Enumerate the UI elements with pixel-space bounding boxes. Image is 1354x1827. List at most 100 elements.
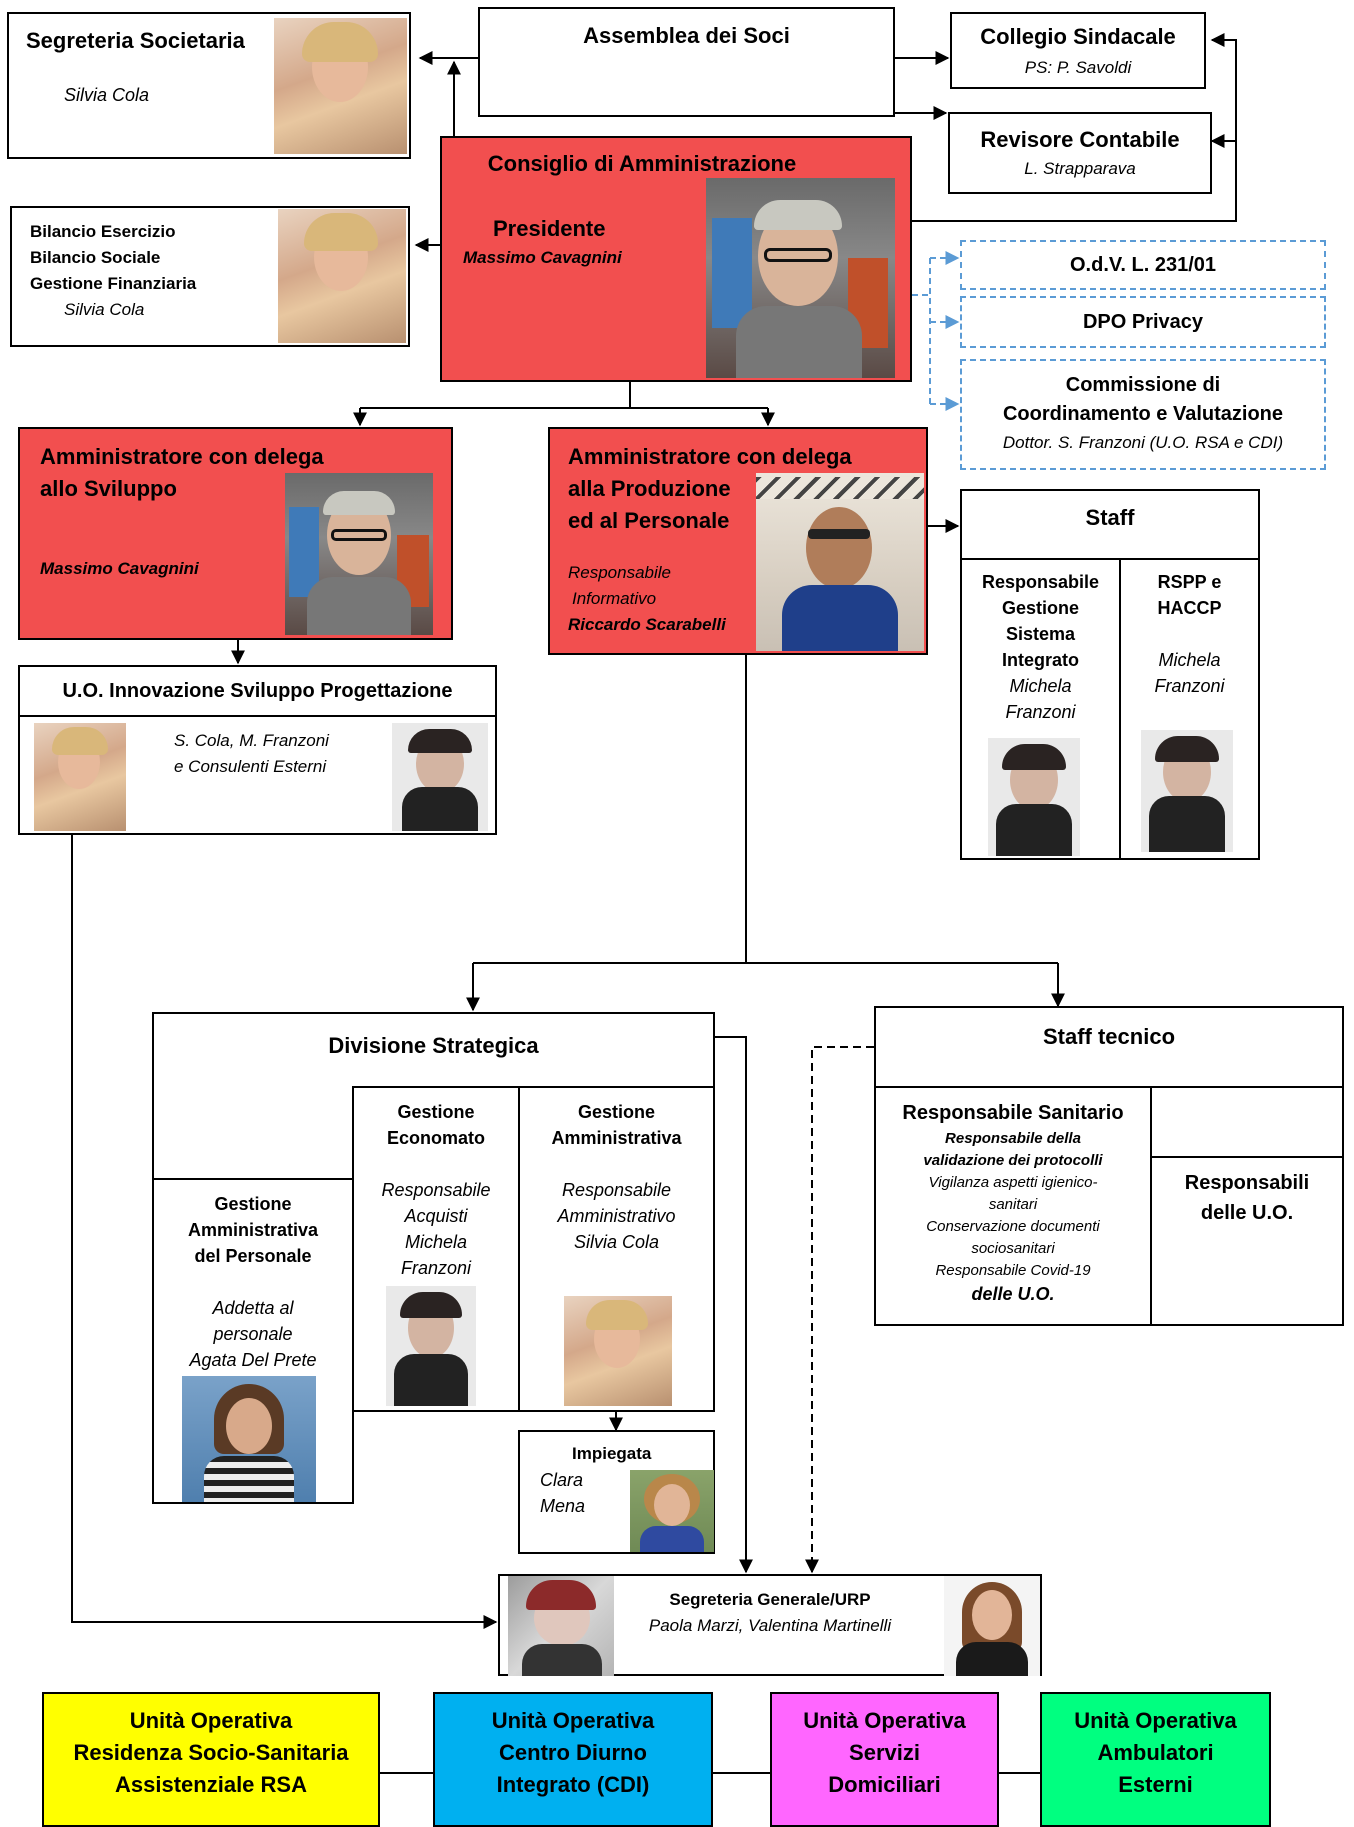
produzione-line2: alla Produzione xyxy=(568,476,731,501)
dpo-title: DPO Privacy xyxy=(1082,311,1204,333)
produzione-line1: Amministratore con delega xyxy=(568,444,852,469)
responsabili-line: delle U.O. xyxy=(1200,1202,1294,1224)
sanitario-line: delle U.O. xyxy=(971,1284,1055,1304)
staff-col1-line: Responsabile xyxy=(981,572,1100,592)
segreteria-societaria-box: Segreteria Societaria Silvia Cola xyxy=(7,12,411,159)
photo-woman-brunette xyxy=(182,1376,316,1502)
unita-line: Ambulatori xyxy=(1097,1740,1214,1765)
staff-col1-name: Michela xyxy=(1009,676,1072,696)
photo-man-glasses xyxy=(285,473,433,635)
economato-name: Franzoni xyxy=(400,1258,472,1278)
staff-col1-name: Franzoni xyxy=(1005,702,1076,722)
photo-man-smiling xyxy=(756,473,924,651)
responsabile-sanitario-box: Responsabile Sanitario Responsabile dell… xyxy=(874,1086,1152,1326)
unita-line: Residenza Socio-Sanitaria xyxy=(73,1740,349,1765)
photo-woman-dark-hair xyxy=(1141,730,1233,852)
staff-tecnico-title: Staff tecnico xyxy=(1042,1024,1176,1049)
unita-line: Unità Operativa xyxy=(129,1708,293,1733)
dpo-box: DPO Privacy xyxy=(960,296,1326,348)
segreteria-generale-box: Segreteria Generale/URP Paola Marzi, Val… xyxy=(498,1574,1042,1676)
segreteria-societaria-name: Silvia Cola xyxy=(64,85,150,105)
gestione-amministrativa-box: Gestione Amministrativa Responsabile Amm… xyxy=(518,1086,715,1412)
staff-col2-line: HACCP xyxy=(1157,598,1222,618)
amministrativa-line: Gestione xyxy=(577,1102,656,1122)
produzione-role1: Responsabile xyxy=(568,563,672,582)
personale-role: personale xyxy=(213,1324,293,1344)
consiglio-name: Massimo Cavagnini xyxy=(463,248,622,267)
staff-col1-line: Integrato xyxy=(1001,650,1079,670)
staff-col1-line: Gestione xyxy=(1001,598,1080,618)
sviluppo-line2: allo Sviluppo xyxy=(40,476,177,501)
sviluppo-name: Massimo Cavagnini xyxy=(40,559,199,578)
staff-col1-line: Sistema xyxy=(1005,624,1076,644)
staff-title: Staff xyxy=(1085,505,1135,530)
unita-domiciliari-box: Unità Operativa Servizi Domiciliari xyxy=(770,1692,999,1827)
sanitario-bold-line: Responsabile della xyxy=(945,1130,1081,1147)
photo-woman-dark-hair xyxy=(392,723,488,831)
responsabili-uo-box: Responsabili delle U.O. xyxy=(1150,1156,1344,1326)
impiegata-title: Impiegata xyxy=(572,1444,652,1463)
staff-box: Staff xyxy=(960,489,1260,560)
bilancio-line3: Gestione Finanziaria xyxy=(30,274,197,293)
consiglio-box: Consiglio di Amministrazione Presidente … xyxy=(440,136,912,382)
innovazione-title-box: U.O. Innovazione Sviluppo Progettazione xyxy=(18,665,497,717)
unita-line: Servizi xyxy=(849,1740,920,1765)
consiglio-title: Consiglio di Amministrazione xyxy=(487,151,797,176)
amministrativa-role: Responsabile xyxy=(561,1180,672,1200)
amministratore-sviluppo-box: Amministratore con delega allo Sviluppo … xyxy=(18,427,453,640)
commissione-sub: Dottor. S. Franzoni (U.O. RSA e CDI) xyxy=(1002,433,1284,452)
commissione-line1: Commissione di xyxy=(1065,374,1221,396)
unita-cdi-box: Unità Operativa Centro Diurno Integrato … xyxy=(433,1692,713,1827)
unita-line: Assistenziale RSA xyxy=(115,1772,307,1797)
innovazione-line2: e Consulenti Esterni xyxy=(174,757,327,776)
odv-title: O.d.V. L. 231/01 xyxy=(1069,254,1216,276)
innovazione-box: S. Cola, M. Franzoni e Consulenti Estern… xyxy=(18,715,497,835)
bilancio-line2: Bilancio Sociale xyxy=(30,248,161,267)
photo-man-glasses xyxy=(706,178,895,378)
revisore-sub: L. Strapparava xyxy=(1024,159,1136,178)
innovazione-line1: S. Cola, M. Franzoni xyxy=(174,731,329,750)
staff-col2-name: Michela xyxy=(1158,650,1221,670)
staff-col2-name: Franzoni xyxy=(1154,676,1225,696)
bilancio-line1: Bilancio Esercizio xyxy=(30,222,176,241)
staff-rspp-box: RSPP e HACCP Michela Franzoni xyxy=(1119,558,1260,860)
segreteria-generale-names: Paola Marzi, Valentina Martinelli xyxy=(648,1616,892,1635)
gestione-economato-box: Gestione Economato Responsabile Acquisti… xyxy=(352,1086,520,1412)
sanitario-line: Responsabile Covid-19 xyxy=(935,1262,1091,1279)
staff-tecnico-box: Staff tecnico xyxy=(874,1006,1344,1088)
bilancio-name: Silvia Cola xyxy=(64,300,145,319)
photo-woman-blonde xyxy=(274,18,407,154)
impiegata-name2: Mena xyxy=(540,1496,586,1516)
economato-name: Michela xyxy=(404,1232,468,1252)
amministrativa-line: Amministrativa xyxy=(551,1128,682,1148)
impiegata-name1: Clara xyxy=(540,1470,584,1490)
bilancio-box: Bilancio Esercizio Bilancio Sociale Gest… xyxy=(10,206,410,347)
responsabili-line: Responsabili xyxy=(1184,1172,1310,1194)
produzione-line3: ed al Personale xyxy=(568,508,730,533)
photo-woman-dark-hair xyxy=(386,1286,476,1406)
divisione-title: Divisione Strategica xyxy=(328,1033,539,1058)
assemblea-box: Assemblea dei Soci xyxy=(478,7,895,117)
unita-line: Unità Operativa xyxy=(803,1708,966,1733)
commissione-line2: Coordinamento e Valutazione xyxy=(1002,403,1284,425)
sanitario-line: Conservazione documenti xyxy=(926,1218,1100,1235)
produzione-name: Riccardo Scarabelli xyxy=(568,615,726,634)
personale-line: Amministrativa xyxy=(187,1220,319,1240)
photo-woman-short-hair xyxy=(508,1576,614,1676)
innovazione-title: U.O. Innovazione Sviluppo Progettazione xyxy=(62,680,453,702)
photo-woman-blonde xyxy=(278,209,406,343)
amministratore-produzione-box: Amministratore con delega alla Produzion… xyxy=(548,427,928,655)
revisore-contabile-box: Revisore Contabile L. Strapparava xyxy=(948,112,1212,194)
personale-role: Addetta al xyxy=(212,1298,294,1318)
photo-woman-curly xyxy=(630,1470,714,1552)
economato-line: Economato xyxy=(386,1128,485,1148)
amministrativa-name: Silvia Cola xyxy=(573,1232,660,1252)
collegio-title: Collegio Sindacale xyxy=(980,24,1176,49)
impiegata-box: Impiegata Clara Mena xyxy=(518,1430,715,1554)
sanitario-line: Vigilanza aspetti igienico- xyxy=(928,1174,1098,1191)
unita-line: Unità Operativa xyxy=(491,1708,655,1733)
sanitario-title: Responsabile Sanitario xyxy=(902,1102,1124,1124)
unita-line: Unità Operativa xyxy=(1074,1708,1237,1733)
segreteria-generale-title: Segreteria Generale/URP xyxy=(669,1590,871,1609)
